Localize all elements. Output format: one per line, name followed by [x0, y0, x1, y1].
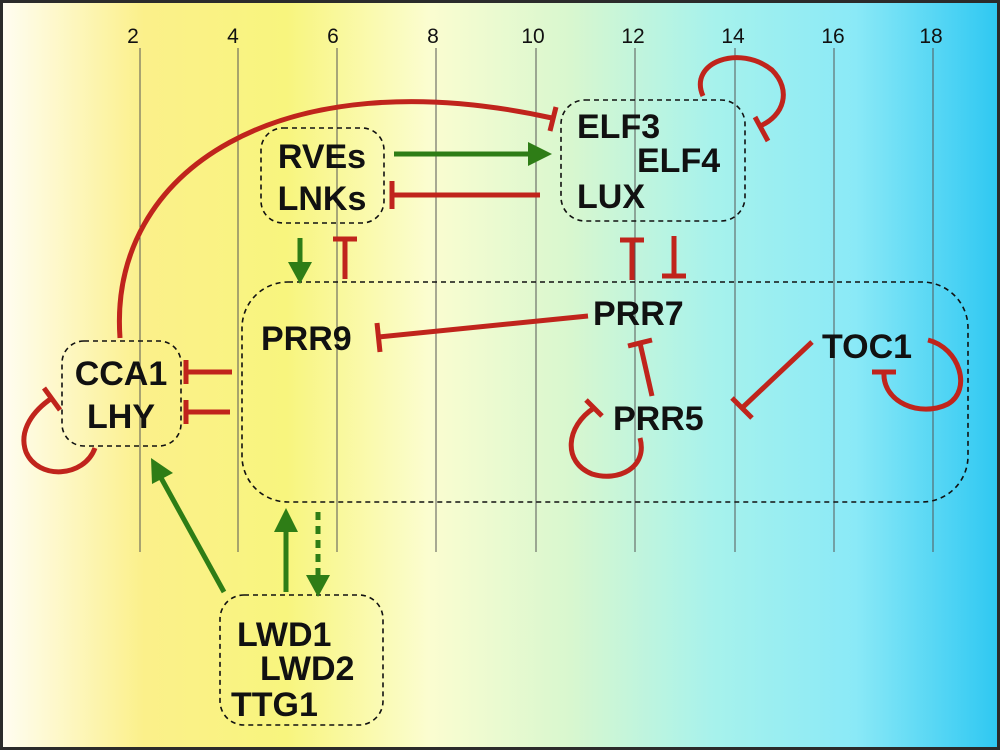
prr5-represses-prr7-edge	[637, 342, 655, 397]
prr7-represses-prr9-edge	[377, 313, 589, 340]
gene-label-lwd1: LWD1	[237, 616, 331, 654]
prr7-represses-prr9-bar	[374, 322, 383, 353]
lwd-activates-lhy-edge	[157, 474, 227, 594]
time-grid	[139, 48, 934, 552]
cca1-self-repression-loop	[21, 395, 98, 475]
tick-label-12: 12	[621, 25, 644, 48]
gene-label-lhy: LHY	[87, 398, 155, 436]
tick-label-16: 16	[821, 25, 844, 48]
prr-group-box	[241, 281, 969, 503]
lwd-activates-prr-arrowhead	[274, 508, 298, 532]
gene-label-elf3: ELF3	[577, 108, 660, 146]
toc1-represses-prr5-bar	[730, 396, 754, 420]
gene-label-lux: LUX	[577, 178, 645, 216]
cca1-represses-elf3-edge	[116, 99, 553, 339]
rves-lnks-group: RVEs LNKs	[278, 138, 367, 218]
gene-label-prr7: PRR7	[593, 295, 684, 333]
gene-label-lnks: LNKs	[278, 180, 367, 218]
tick-label-4: 4	[227, 25, 239, 48]
lwd-ttg-group-box	[219, 594, 384, 726]
elf3-self-repression-loop	[698, 55, 786, 129]
rves-activates-prr9-arrowhead	[288, 262, 312, 284]
tick-label-18: 18	[919, 25, 942, 48]
gene-label-rves: RVEs	[278, 138, 366, 176]
cca1-represses-elf3-bar	[547, 106, 559, 132]
tick-label-6: 6	[327, 25, 339, 48]
gene-label-cca1: CCA1	[75, 355, 168, 393]
cca1-lhy-group: CCA1 LHY	[75, 355, 168, 436]
rves-activates-elf-arrowhead	[528, 142, 552, 166]
time-axis-labels: 2 4 6 8 10 12 14 16 18	[127, 25, 943, 48]
elf-lux-group: ELF3 ELF4 LUX	[577, 108, 720, 216]
cca1-lhy-group-box	[61, 340, 182, 447]
prr5-self-repression-loop	[568, 405, 644, 479]
toc1-self-repression-loop	[881, 337, 964, 412]
prr5-self-repression-bar	[584, 398, 604, 418]
prr-activates-lwd-arrowhead	[306, 575, 330, 597]
rves-lnks-group-box	[260, 127, 385, 224]
elf3-self-repression-bar	[752, 115, 771, 143]
prr5-represses-prr7-bar	[627, 337, 653, 349]
tick-label-14: 14	[721, 25, 745, 48]
gene-label-prr9: PRR9	[261, 320, 352, 358]
gene-label-prr5: PRR5	[613, 400, 704, 438]
tick-label-10: 10	[521, 25, 544, 48]
lwd-ttg-group: LWD1 LWD2 TTG1	[231, 616, 354, 724]
gene-label-lwd2: LWD2	[260, 650, 354, 688]
lwd-activates-lhy-arrowhead	[151, 458, 173, 484]
cca1-self-repression-bar	[41, 386, 63, 412]
elf-lux-group-box	[560, 99, 746, 222]
tick-label-8: 8	[427, 25, 439, 48]
gene-label-elf4: ELF4	[637, 142, 720, 180]
gene-label-ttg1: TTG1	[231, 686, 318, 724]
gene-label-toc1: TOC1	[822, 328, 912, 366]
tick-label-2: 2	[127, 25, 139, 48]
prr-group: PRR9 PRR7 PRR5 TOC1	[261, 295, 912, 438]
toc1-represses-prr5-edge	[740, 340, 814, 410]
